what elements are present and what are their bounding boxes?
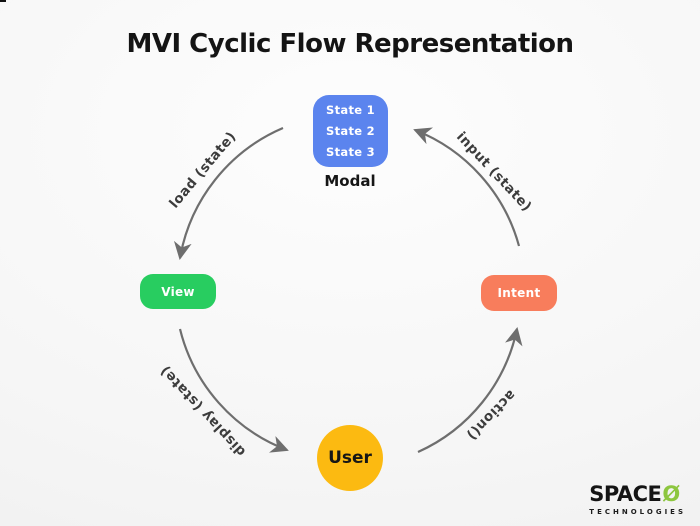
view-node-label: View [161, 284, 195, 299]
logo-o-slash-icon: Ø [662, 482, 681, 506]
edge-label-load-state: load (state) [166, 128, 240, 212]
edge-label-action: action() [463, 386, 519, 444]
modal-state-3: State 3 [326, 144, 375, 159]
modal-node-label: Modal [324, 172, 376, 190]
diagram-title: MVI Cyclic Flow Representation [126, 29, 574, 59]
edge-label-input-state: input (state) [453, 128, 535, 216]
modal-state-2: State 2 [326, 123, 375, 138]
modal-state-box: State 1 State 2 State 3 [313, 95, 388, 167]
logo-wordmark: SPACE Ø [589, 484, 680, 505]
corner-mark [0, 0, 6, 2]
edge-label-display-state: display (state) [156, 362, 250, 460]
logo-brand-text: SPACE [589, 482, 662, 506]
spaceo-logo: SPACE Ø TECHNOLOGIES [589, 484, 686, 517]
intent-node: Intent [481, 275, 557, 311]
view-node: View [140, 274, 216, 309]
intent-node-label: Intent [497, 286, 541, 300]
modal-state-1: State 1 [326, 102, 375, 117]
logo-subtext: TECHNOLOGIES [589, 508, 686, 516]
user-node-label: User [328, 448, 372, 468]
user-node: User [317, 425, 383, 491]
